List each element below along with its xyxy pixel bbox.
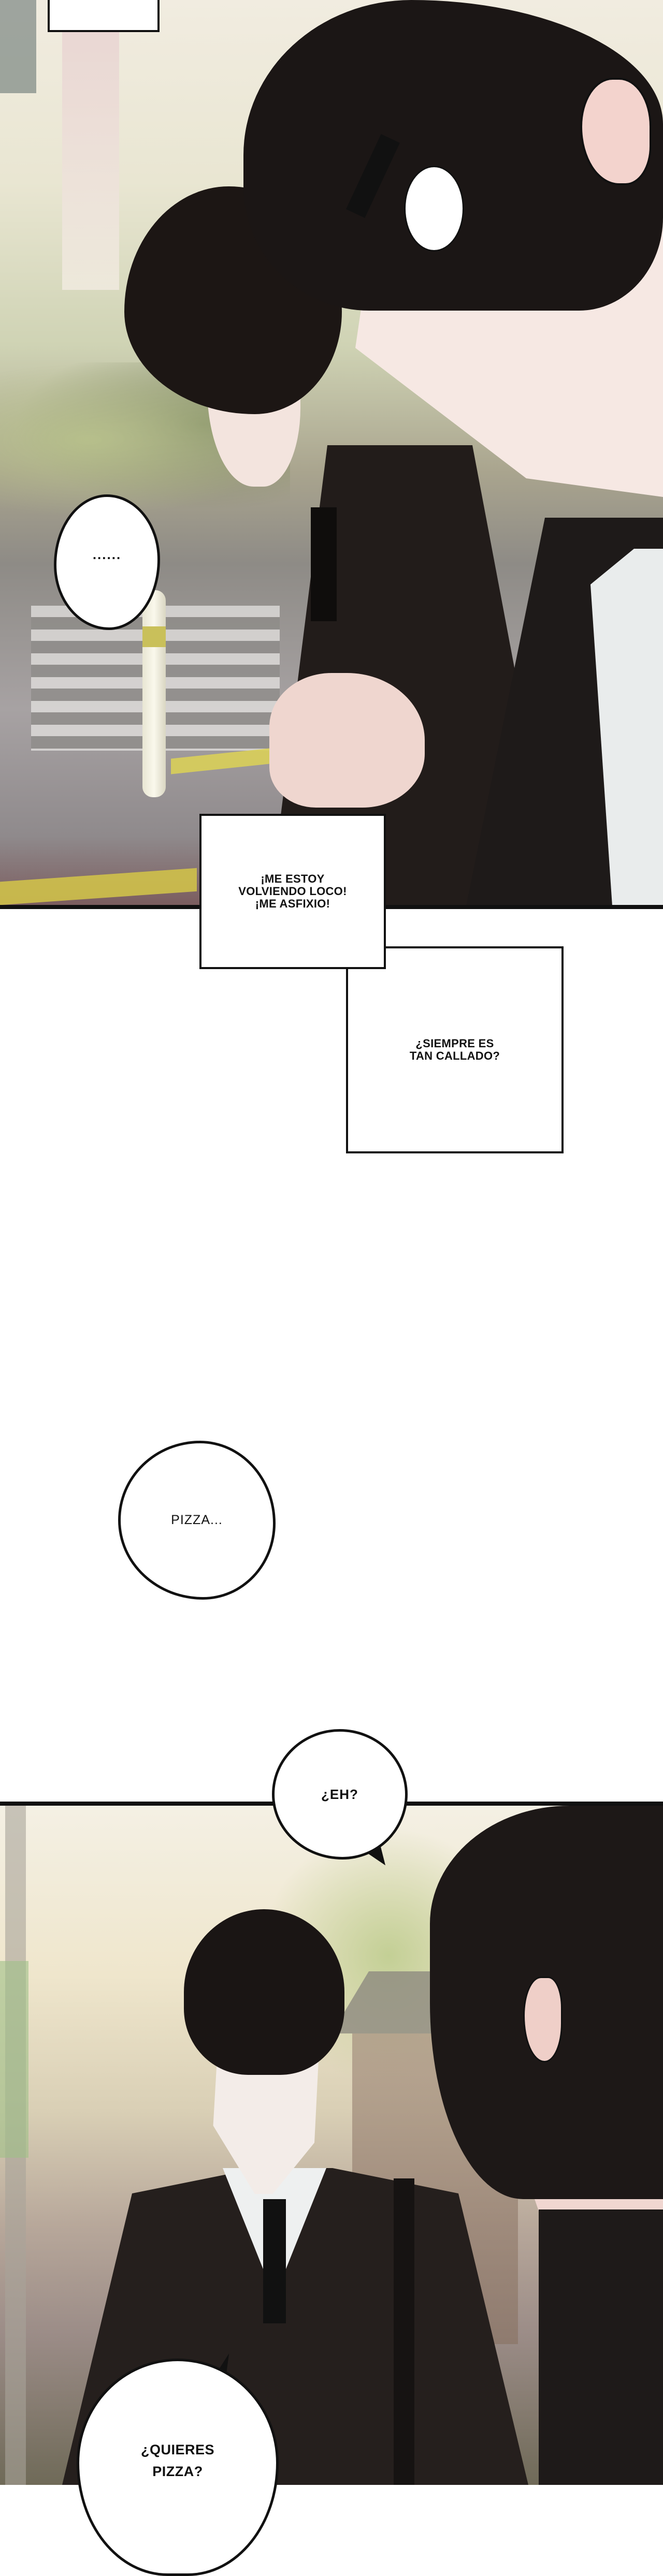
character-back-tie	[311, 507, 337, 621]
background-building	[0, 0, 36, 93]
background-building	[62, 0, 119, 290]
speech-bubble-dots: ......	[54, 494, 160, 630]
caption-text: ¿SIEMPRE ES TAN CALLADO?	[409, 1037, 500, 1062]
bollard-band	[142, 626, 166, 647]
panel-bottom	[0, 1806, 663, 2485]
character-front-ear	[580, 78, 652, 185]
bag-strap	[394, 2178, 414, 2485]
speech-bubble-quieres-pizza: ¿QUIERES PIZZA?	[77, 2359, 279, 2576]
caption-text: ¡ME ESTOY VOLVIENDO LOCO! ¡ME ASFIXIO!	[238, 872, 347, 910]
speech-bubble-eh: ¿EH?	[272, 1729, 408, 1860]
foreground-character-body	[539, 2209, 663, 2485]
caption-box-right: ¿SIEMPRE ES TAN CALLADO?	[346, 946, 564, 1153]
character-hair	[184, 1909, 344, 2075]
speech-bubble-pizza: PIZZA...	[118, 1441, 276, 1600]
background-sign	[0, 1961, 28, 2158]
bollard-post	[142, 590, 166, 797]
speech-text: ......	[92, 546, 122, 562]
character-hands	[269, 673, 425, 808]
caption-box-top	[48, 0, 160, 32]
speech-text: ¿QUIERES PIZZA?	[140, 2442, 215, 2479]
tactile-paving-line	[0, 868, 197, 905]
speech-text: ¿EH?	[321, 1786, 358, 1802]
tactile-paving-line	[171, 748, 275, 774]
foreground-character-ear	[523, 1977, 563, 2062]
panel-top	[0, 0, 663, 909]
character-front-eye	[404, 166, 464, 252]
speech-text: PIZZA...	[171, 1513, 223, 1527]
caption-box-left: ¡ME ESTOY VOLVIENDO LOCO! ¡ME ASFIXIO!	[199, 814, 386, 969]
character-tie	[263, 2199, 286, 2323]
